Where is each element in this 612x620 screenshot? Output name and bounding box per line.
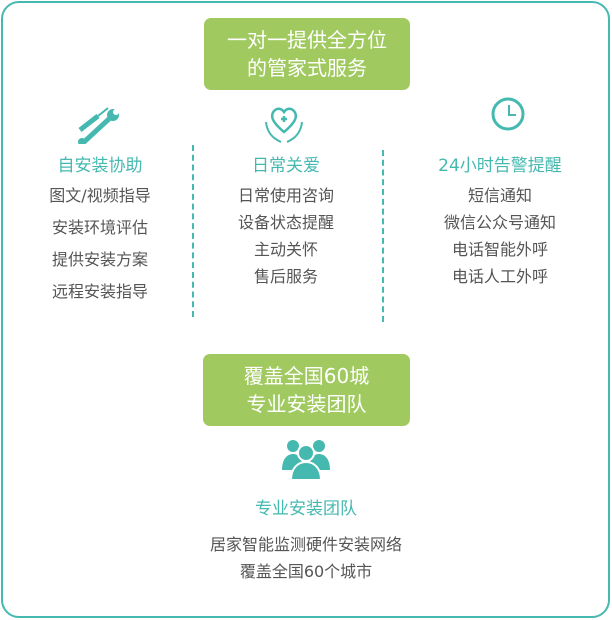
team-title: 专业安装团队 xyxy=(255,499,357,519)
top-badge-line2: 的管家式服务 xyxy=(247,56,367,80)
column-title-alarm: 24小时告警提醒 xyxy=(438,156,562,176)
column-title-self-install: 自安装协助 xyxy=(57,156,143,176)
list-item: 短信通知 xyxy=(467,186,532,205)
top-badge-line1: 一对一提供全方位 xyxy=(227,28,387,52)
list-item: 电话智能外呼 xyxy=(451,240,548,259)
heart-hands-icon xyxy=(265,107,303,143)
column-divider xyxy=(192,145,194,317)
team-line: 居家智能监测硬件安装网络 xyxy=(209,535,402,554)
list-item: 提供安装方案 xyxy=(51,250,148,269)
list-item: 设备状态提醒 xyxy=(237,213,334,232)
list-item: 微信公众号通知 xyxy=(443,213,556,232)
list-item: 图文/视频指导 xyxy=(49,186,151,205)
list-item: 远程安装指导 xyxy=(51,282,148,301)
team-icon xyxy=(282,440,330,480)
column-divider xyxy=(382,150,384,322)
team-line: 覆盖全国60个城市 xyxy=(239,562,373,581)
bottom-badge-line1: 覆盖全国60城 xyxy=(243,364,370,388)
list-item: 日常使用咨询 xyxy=(237,186,334,205)
self-install-list: 图文/视频指导 安装环境评估 提供安装方案 远程安装指导 xyxy=(5,180,195,308)
top-badge: 一对一提供全方位 的管家式服务 xyxy=(204,18,410,90)
team-description: 居家智能监测硬件安装网络 覆盖全国60个城市 xyxy=(106,531,506,585)
clock-icon xyxy=(491,97,525,131)
tools-icon xyxy=(78,107,119,144)
daily-care-list: 日常使用咨询 设备状态提醒 主动关怀 售后服务 xyxy=(191,182,381,290)
list-item: 售后服务 xyxy=(253,267,318,286)
list-item: 主动关怀 xyxy=(253,240,318,259)
alarm-list: 短信通知 微信公众号通知 电话智能外呼 电话人工外呼 xyxy=(405,182,595,290)
list-item: 安装环境评估 xyxy=(51,218,148,237)
column-title-daily-care: 日常关爱 xyxy=(252,156,320,176)
bottom-badge: 覆盖全国60城 专业安装团队 xyxy=(203,354,410,426)
list-item: 电话人工外呼 xyxy=(451,267,548,286)
bottom-badge-line2: 专业安装团队 xyxy=(246,392,367,416)
